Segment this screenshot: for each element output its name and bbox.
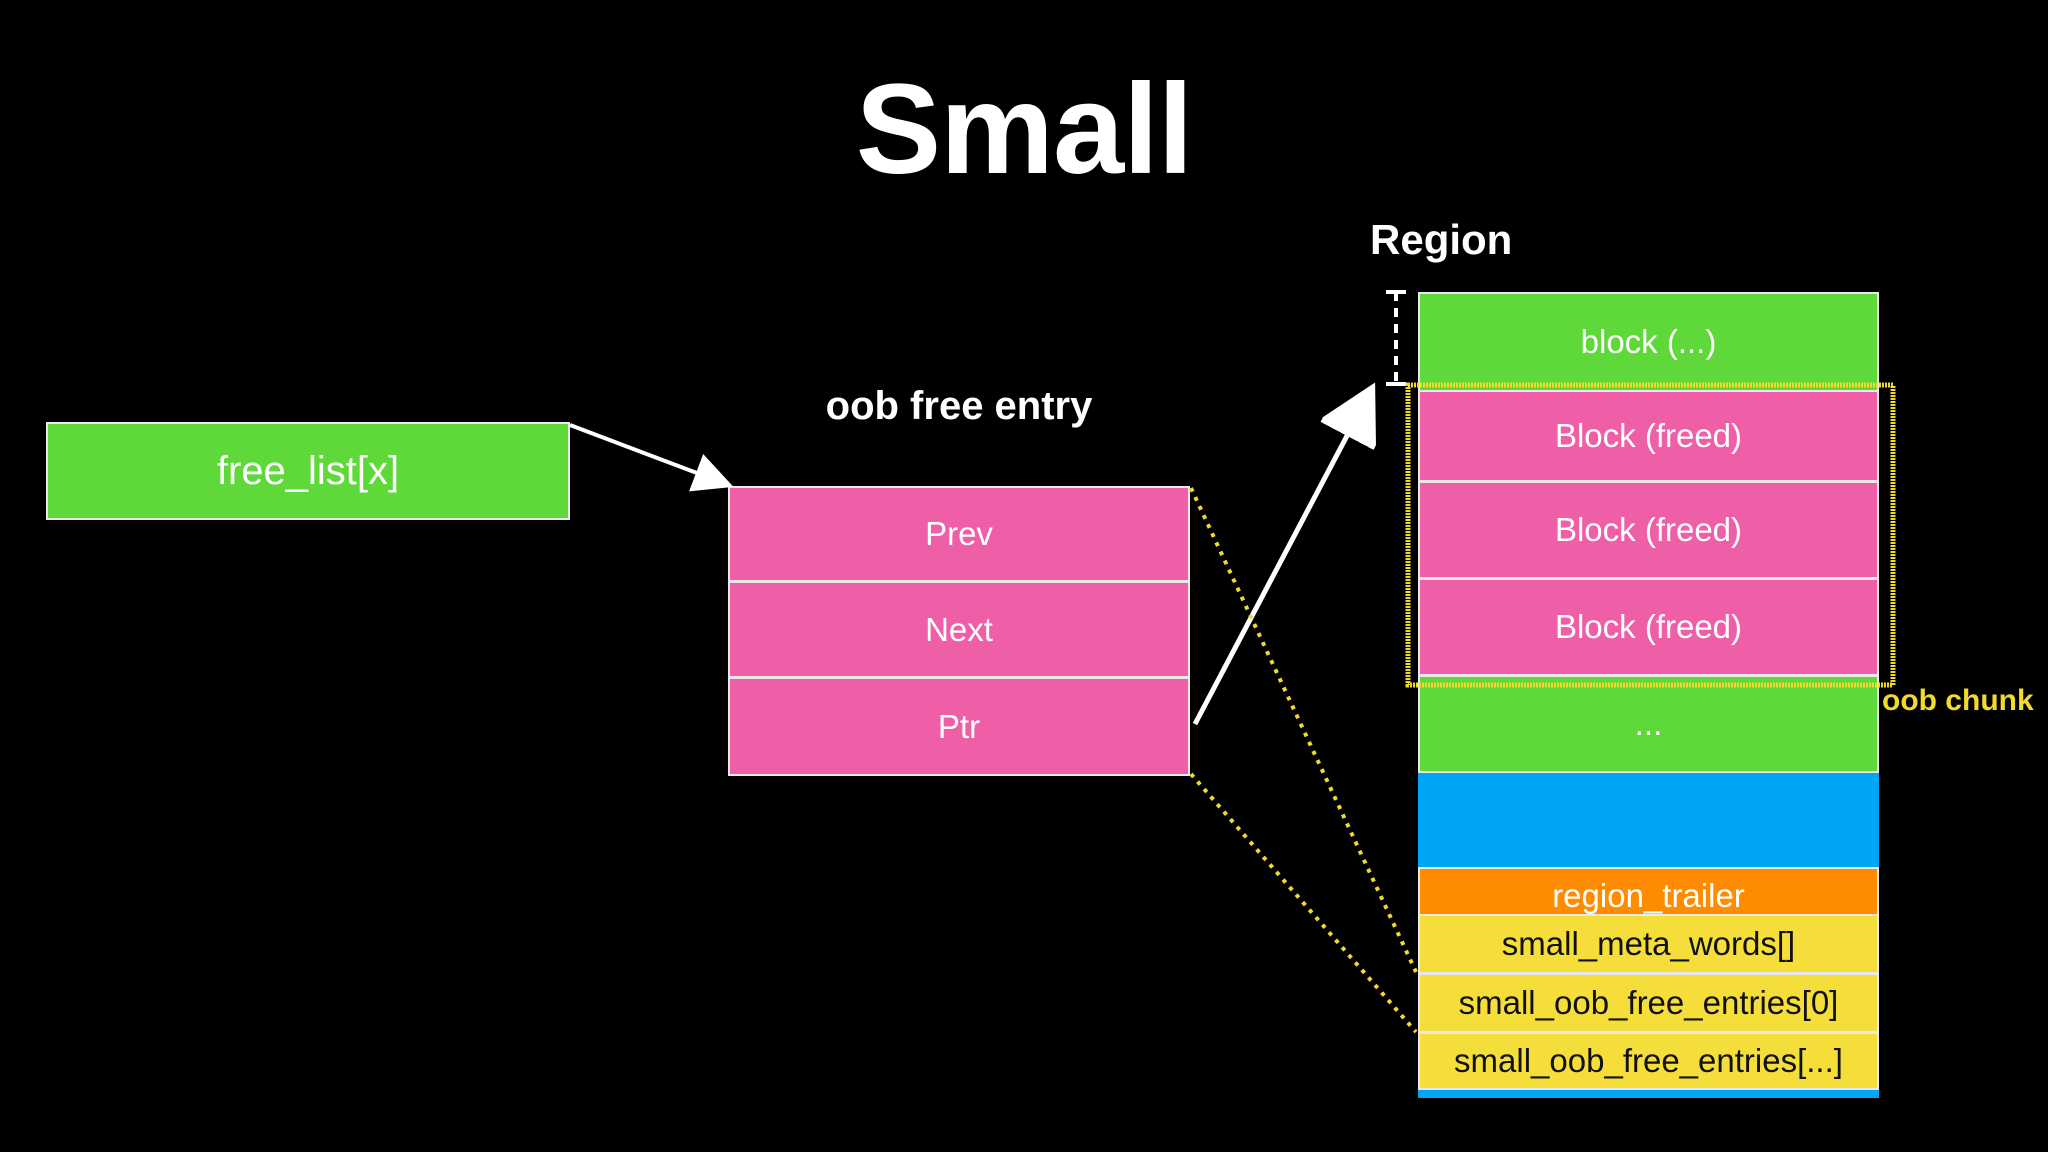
arrow-ptr-to-region: [1192, 396, 1368, 726]
region-trailer-box: region_trailer: [1418, 867, 1879, 915]
oob-entry-prev: Prev: [728, 486, 1190, 582]
oob-chunk-label: oob chunk: [1882, 684, 2034, 717]
region-bottom-strip: [1418, 1090, 1879, 1098]
oob-entry-ptr: Ptr: [728, 677, 1190, 776]
region-blue-area: [1418, 773, 1879, 869]
small-oob-free-entries-0-box: small_oob_free_entries[0]: [1418, 973, 1879, 1033]
dotted-line-top: [1189, 487, 1418, 973]
region-block-freed-2: Block (freed): [1418, 481, 1879, 579]
oob-entry-heading: oob free entry: [825, 384, 1093, 428]
region-block-ellipsis: ...: [1418, 675, 1879, 773]
region-trailer-label: region_trailer: [1552, 877, 1745, 914]
oob-chunk-highlight: [1405, 382, 1896, 688]
region-heading: Region: [1370, 216, 1513, 263]
oob-entry-prev-label: Prev: [925, 515, 993, 552]
oob-entry-ptr-label: Ptr: [937, 707, 981, 745]
small-oob-free-entries-0-label: small_oob_free_entries[0]: [1458, 984, 1839, 1021]
page-title: Small: [855, 58, 1194, 201]
free-list-label: free_list[x]: [216, 448, 400, 493]
free-list-box: free_list[x]: [46, 422, 570, 520]
region-block-first-label: block (...): [1580, 323, 1717, 360]
arrow-freelist-to-entry: [569, 423, 734, 492]
small-meta-words-label: small_meta_words[]: [1501, 925, 1796, 962]
region-block-ellipsis-label: ...: [1634, 705, 1663, 742]
region-block-freed-1-label: Block (freed): [1554, 417, 1743, 454]
small-oob-free-entries-more-label: small_oob_free_entries[...]: [1454, 1042, 1843, 1079]
region-block-freed-2-label: Block (freed): [1554, 511, 1743, 548]
region-block-freed-3-label: Block (freed): [1554, 608, 1743, 645]
dotted-line-bottom: [1189, 772, 1418, 1034]
region-block-first: block (...): [1418, 292, 1879, 392]
small-oob-free-entries-more-box: small_oob_free_entries[...]: [1418, 1032, 1879, 1090]
oob-entry-next-label: Next: [925, 610, 993, 648]
oob-entry-table: Prev Next Ptr: [728, 486, 1190, 776]
